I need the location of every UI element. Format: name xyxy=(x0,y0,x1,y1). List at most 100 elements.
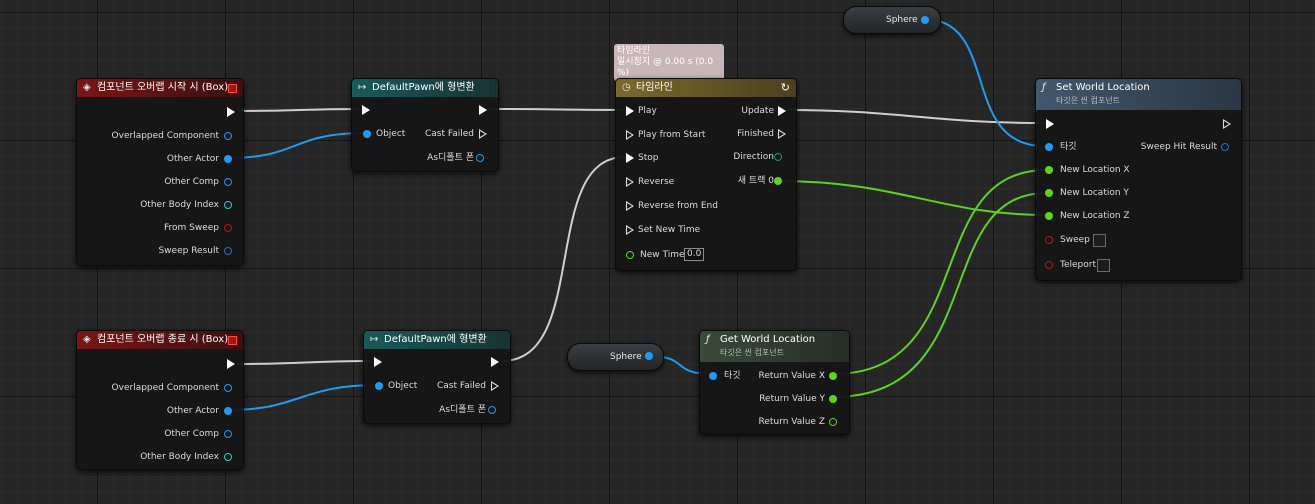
sweep-pin[interactable] xyxy=(1045,236,1053,244)
pin-label: Sweep Result xyxy=(158,246,219,256)
new-track-pin[interactable] xyxy=(774,177,782,185)
vector-wire-rvy-to-y[interactable] xyxy=(832,192,1048,398)
cast-node-2[interactable]: ↦ DefaultPawn에 형변환 Object Cast Failed As… xyxy=(363,330,511,424)
exec-out-pin[interactable] xyxy=(479,105,487,115)
node-title: 타임라인 xyxy=(636,82,673,93)
pin-label: Return Value Y xyxy=(759,394,825,404)
sphere-variable-node-1[interactable]: Sphere xyxy=(843,6,941,34)
delegate-pin-icon[interactable] xyxy=(228,84,237,93)
reverse-from-end-pin[interactable] xyxy=(626,201,634,211)
teleport-pin[interactable] xyxy=(1045,261,1053,269)
other-actor-pin[interactable] xyxy=(224,407,232,415)
delegate-pin-icon[interactable] xyxy=(228,336,237,345)
event-node-end-overlap[interactable]: ◈ 컴포넌트 오버랩 종료 시 (Box) Overlapped Compone… xyxy=(76,330,244,470)
other-comp-pin[interactable] xyxy=(224,178,232,186)
teleport-checkbox[interactable] xyxy=(1097,259,1110,272)
pin-label: As디폴트 폰 xyxy=(439,405,486,415)
direction-pin[interactable] xyxy=(774,153,782,161)
node-header[interactable]: ↦ DefaultPawn에 형변환 xyxy=(352,79,498,97)
return-value-z-pin[interactable] xyxy=(829,418,837,426)
cast-failed-pin[interactable] xyxy=(479,129,487,139)
cast-node-1[interactable]: ↦ DefaultPawn에 형변환 Object Cast Failed As… xyxy=(351,78,499,172)
vector-wire-track-to-z[interactable] xyxy=(777,180,1048,216)
exec-wire-begin-to-cast1[interactable] xyxy=(237,108,361,112)
update-pin[interactable] xyxy=(778,106,786,116)
node-header[interactable]: ◈ 컴포넌트 오버랩 시작 시 (Box) xyxy=(77,79,243,97)
pin-label: Other Actor xyxy=(166,406,219,416)
pin-label: 타깃 xyxy=(1060,142,1077,152)
pin-label: Other Body Index xyxy=(140,452,219,462)
node-header[interactable]: ƒ Get World Location 타깃은 씬 컴포넌트 xyxy=(700,331,849,362)
exec-out-pin[interactable] xyxy=(227,359,235,369)
get-world-location-node[interactable]: ƒ Get World Location 타깃은 씬 컴포넌트 타깃 Retur… xyxy=(699,330,850,435)
node-title: 컴포넌트 오버랩 종료 시 (Box) xyxy=(97,334,229,345)
cast-failed-pin[interactable] xyxy=(491,381,499,391)
pin-label: Object xyxy=(388,381,418,391)
object-wire-sphere1-to-target[interactable] xyxy=(923,18,1045,147)
new-time-pin[interactable] xyxy=(626,251,634,259)
target-pin[interactable] xyxy=(1045,143,1053,151)
variable-label: Sphere xyxy=(610,352,642,362)
return-value-x-pin[interactable] xyxy=(829,372,837,380)
exec-wire-end-to-cast2[interactable] xyxy=(237,360,373,365)
exec-wire-cast1-to-play[interactable] xyxy=(489,108,626,111)
node-header[interactable]: ƒ Set World Location 타깃은 씬 컴포넌트 xyxy=(1036,79,1241,110)
object-wire-otheractor-to-cast1[interactable] xyxy=(227,132,367,159)
as-default-pawn-pin[interactable] xyxy=(488,406,496,414)
from-sweep-pin[interactable] xyxy=(224,224,232,232)
pin-label: Update xyxy=(741,106,774,116)
sweep-hit-result-pin[interactable] xyxy=(1221,143,1229,151)
stop-pin[interactable] xyxy=(626,153,634,163)
sweep-checkbox[interactable] xyxy=(1093,234,1106,247)
other-actor-pin[interactable] xyxy=(224,155,232,163)
finished-pin[interactable] xyxy=(778,129,786,139)
exec-wire-update-to-set[interactable] xyxy=(784,109,1046,124)
exec-in-pin[interactable] xyxy=(374,357,382,367)
exec-out-pin[interactable] xyxy=(227,107,235,117)
new-location-z-pin[interactable] xyxy=(1045,212,1053,220)
other-comp-pin[interactable] xyxy=(224,430,232,438)
new-location-y-pin[interactable] xyxy=(1045,189,1053,197)
timeline-tooltip: 타임라인 일시정지 @ 0.00 s (0.0 %) xyxy=(614,44,724,81)
reverse-pin[interactable] xyxy=(626,177,634,187)
sphere-variable-node-2[interactable]: Sphere xyxy=(567,343,664,371)
return-value-y-pin[interactable] xyxy=(829,395,837,403)
exec-in-pin[interactable] xyxy=(1046,119,1054,129)
pin-label: As디폴트 폰 xyxy=(427,153,474,163)
node-header[interactable]: ◷ 타임라인 ↻ xyxy=(616,79,796,97)
sweep-result-pin[interactable] xyxy=(224,247,232,255)
node-header[interactable]: ↦ DefaultPawn에 형변환 xyxy=(364,331,510,349)
new-location-x-pin[interactable] xyxy=(1045,166,1053,174)
play-pin[interactable] xyxy=(626,106,634,116)
exec-out-pin[interactable] xyxy=(1223,119,1231,129)
object-wire-otheractor2-to-cast2[interactable] xyxy=(227,384,379,411)
sphere-output-pin[interactable] xyxy=(921,16,929,24)
pin-label: 타깃 xyxy=(724,371,741,381)
exec-out-pin[interactable] xyxy=(491,357,499,367)
as-default-pawn-pin[interactable] xyxy=(476,154,484,162)
pin-label: Overlapped Component xyxy=(111,131,219,141)
node-title: DefaultPawn에 형변환 xyxy=(372,82,475,93)
pin-label: New Location X xyxy=(1060,165,1130,175)
overlapped-component-pin[interactable] xyxy=(224,132,232,140)
other-body-index-pin[interactable] xyxy=(224,201,232,209)
new-time-field[interactable]: 0.0 xyxy=(684,248,705,261)
node-header[interactable]: ◈ 컴포넌트 오버랩 종료 시 (Box) xyxy=(77,331,243,349)
target-pin[interactable] xyxy=(709,372,717,380)
sphere-output-pin[interactable] xyxy=(645,352,653,360)
play-from-start-pin[interactable] xyxy=(626,130,634,140)
timeline-node[interactable]: ◷ 타임라인 ↻ Play Play from Start Stop Rever… xyxy=(615,78,797,271)
other-body-index-pin[interactable] xyxy=(224,453,232,461)
pin-label: Overlapped Component xyxy=(111,383,219,393)
exec-wire-cast2-to-stop[interactable] xyxy=(501,156,626,362)
set-world-location-node[interactable]: ƒ Set World Location 타깃은 씬 컴포넌트 타깃 Sweep… xyxy=(1035,78,1242,281)
event-node-begin-overlap[interactable]: ◈ 컴포넌트 오버랩 시작 시 (Box) Overlapped Compone… xyxy=(76,78,244,266)
overlapped-component-pin[interactable] xyxy=(224,384,232,392)
exec-in-pin[interactable] xyxy=(362,105,370,115)
pin-label: Play xyxy=(638,106,657,116)
vector-wire-rvx-to-x[interactable] xyxy=(832,169,1048,375)
object-pin[interactable] xyxy=(363,130,371,138)
object-pin[interactable] xyxy=(375,382,383,390)
set-new-time-pin[interactable] xyxy=(626,225,634,235)
